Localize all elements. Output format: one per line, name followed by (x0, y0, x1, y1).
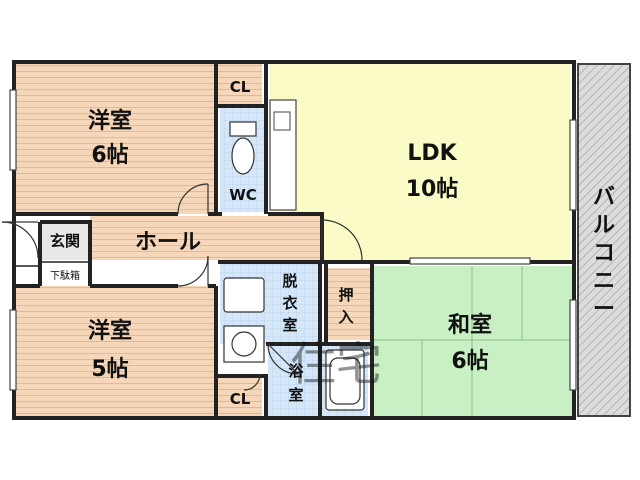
balcony-char-5: ー (593, 297, 615, 322)
toilet-fixture (229, 121, 257, 175)
bathroom-left (268, 344, 320, 416)
japanese-room-size: 6帖 (451, 349, 488, 374)
bathtub (325, 349, 365, 411)
windows (9, 89, 577, 391)
balcony-char-4: ニ (593, 269, 615, 294)
balcony-char-3: コ (593, 241, 615, 266)
door-arc-closet (243, 373, 261, 391)
western-room-bottom-name: 洋室 (88, 318, 132, 344)
western-room-top-size: 6帖 (91, 143, 128, 168)
western-room-top (16, 64, 216, 214)
balcony (577, 63, 631, 417)
walls (12, 60, 576, 420)
japanese-room-name: 和室 (448, 312, 492, 338)
ldk-size: 10帖 (406, 177, 459, 202)
ldk-name: LDK (407, 141, 457, 166)
storage-char-1: 押 (338, 286, 353, 304)
bath-char-2: 室 (288, 386, 303, 404)
balcony-char-1: バ (593, 185, 615, 210)
toilet-label: WC (229, 186, 257, 204)
hall (90, 216, 320, 260)
western-room-bottom (16, 286, 216, 420)
bath-char-1: 浴 (288, 362, 304, 380)
tatami-lines (372, 266, 572, 416)
closet-top (218, 64, 262, 104)
entrance-label: 玄関 (50, 232, 80, 250)
door-arc-bath (267, 343, 299, 375)
balcony-char-2: ル (593, 213, 615, 238)
dressing-char-2: 衣 (282, 294, 297, 312)
hall-label: ホール (135, 230, 201, 255)
thin-lines (14, 261, 90, 267)
closet-bottom-label: CL (230, 390, 251, 408)
storage-closet (328, 268, 370, 340)
storage-char-2: 入 (338, 308, 353, 326)
doors (1, 183, 363, 391)
shoe-box-label: 下駄箱 (50, 269, 80, 282)
entrance (40, 222, 90, 260)
western-room-top-name: 洋室 (88, 108, 132, 134)
door-arc-entrance (1, 221, 39, 259)
closet-top-label: CL (230, 78, 251, 96)
watermark-logo: 住宅 (290, 337, 382, 391)
door-arc-top-room (177, 183, 209, 215)
kitchen-counter (269, 99, 297, 211)
shoe-box (40, 262, 90, 284)
dressing-char-3: 室 (282, 316, 297, 334)
western-room-bottom-size: 5帖 (91, 357, 128, 382)
dressing-fixtures (223, 277, 265, 363)
closet-bottom (218, 376, 262, 416)
dressing-char-1: 脱 (282, 272, 297, 290)
door-arc-ldk (321, 219, 363, 261)
